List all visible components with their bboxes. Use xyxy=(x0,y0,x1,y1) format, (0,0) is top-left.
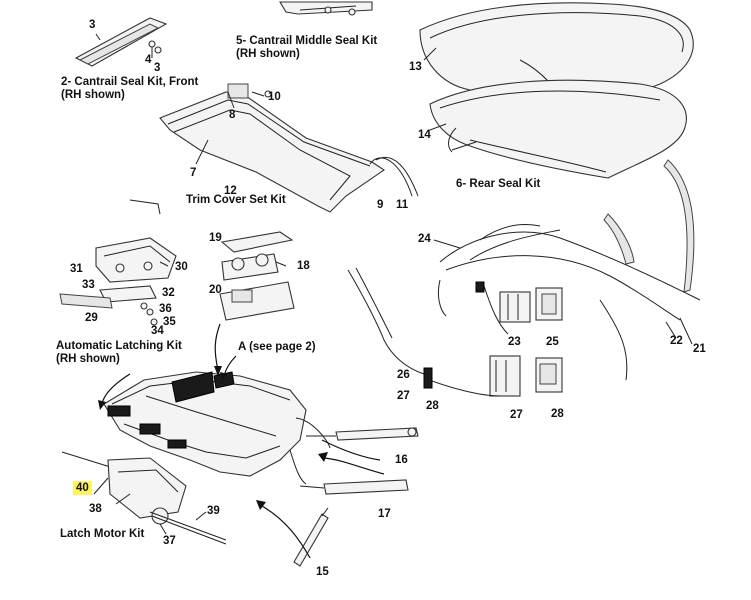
caption-cantrail-front-line2: (RH shown) xyxy=(61,89,125,101)
callout-31: 31 xyxy=(70,263,83,275)
caption-rear-seal: 6- Rear Seal Kit xyxy=(456,178,541,190)
callout-10: 10 xyxy=(268,91,281,103)
callout-17: 17 xyxy=(378,508,391,520)
callout-11: 11 xyxy=(396,199,409,211)
leader-lines xyxy=(93,47,693,535)
callout-16: 16 xyxy=(395,454,408,466)
callout-3-bottom: 3 xyxy=(154,62,161,74)
latching-mechanism-parts xyxy=(59,199,177,326)
caption-cantrail-middle: 5- Cantrail Middle Seal Kit (RH shown) xyxy=(236,35,377,61)
callout-7: 7 xyxy=(190,167,197,179)
callout-26: 26 xyxy=(397,369,410,381)
gas-strut-15-part xyxy=(293,507,329,567)
callout-8: 8 xyxy=(229,109,236,121)
callout-12: 12 xyxy=(224,185,237,197)
top-frame-assembly-part xyxy=(103,371,331,485)
caption-cantrail-front-line1: 2- Cantrail Seal Kit, Front xyxy=(61,76,199,88)
callout-27-right: 27 xyxy=(510,409,523,421)
callout-28-right: 28 xyxy=(551,408,564,420)
callout-30: 30 xyxy=(175,261,188,273)
callout-20: 20 xyxy=(209,284,222,296)
soft-top-panel-part xyxy=(429,79,687,179)
caption-cantrail-middle-line2: (RH shown) xyxy=(236,48,300,60)
callout-24: 24 xyxy=(418,233,431,245)
cantrail-front-seal-part xyxy=(74,17,168,67)
caption-cantrail-middle-line1: 5- Cantrail Middle Seal Kit xyxy=(236,35,378,47)
caption-detail-a: A (see page 2) xyxy=(238,341,316,353)
connector-parts xyxy=(489,287,563,397)
callout-37: 37 xyxy=(163,535,176,547)
callout-15: 15 xyxy=(316,566,329,578)
gas-strut-16-part xyxy=(306,427,419,441)
control-module-parts xyxy=(219,231,295,321)
caption-latch-motor: Latch Motor Kit xyxy=(60,528,145,540)
callout-9: 9 xyxy=(377,199,384,211)
callout-25: 25 xyxy=(546,336,559,348)
callout-33: 33 xyxy=(82,279,95,291)
rear-seal-part xyxy=(448,127,695,293)
callout-4: 4 xyxy=(145,54,152,66)
callout-39: 39 xyxy=(207,505,220,517)
callout-35: 35 xyxy=(163,316,176,328)
callout-22: 22 xyxy=(670,335,683,347)
callout-34: 34 xyxy=(151,325,164,337)
callout-18: 18 xyxy=(297,260,310,272)
caption-automatic-latching-line1: Automatic Latching Kit xyxy=(56,340,182,352)
pointer-arrows xyxy=(98,323,385,559)
gas-strut-17-part xyxy=(299,479,409,495)
callout-36: 36 xyxy=(159,303,172,315)
callout-40-highlighted: 40 xyxy=(73,481,92,495)
callout-29: 29 xyxy=(85,312,98,324)
callout-3-top: 3 xyxy=(89,19,96,31)
callout-38: 38 xyxy=(89,503,102,515)
trim-cover-rail-part xyxy=(159,83,419,213)
callout-32: 32 xyxy=(162,287,175,299)
caption-automatic-latching-line2: (RH shown) xyxy=(56,353,120,365)
caption-automatic-latching: Automatic Latching Kit (RH shown) xyxy=(56,340,182,366)
cantrail-middle-seal-part xyxy=(279,1,373,16)
callout-28-center: 28 xyxy=(426,400,439,412)
callout-19: 19 xyxy=(209,232,222,244)
callout-21: 21 xyxy=(693,343,706,355)
wiring-harness-part xyxy=(437,224,701,381)
caption-cantrail-front: 2- Cantrail Seal Kit, Front (RH shown) xyxy=(61,76,198,102)
callout-23: 23 xyxy=(508,336,521,348)
callout-14: 14 xyxy=(418,129,431,141)
caption-trim-cover: Trim Cover Set Kit xyxy=(186,194,286,206)
callout-13: 13 xyxy=(409,61,422,73)
callout-27-center: 27 xyxy=(397,390,410,402)
latch-motor-part xyxy=(61,451,227,545)
center-harness-part xyxy=(347,267,501,397)
